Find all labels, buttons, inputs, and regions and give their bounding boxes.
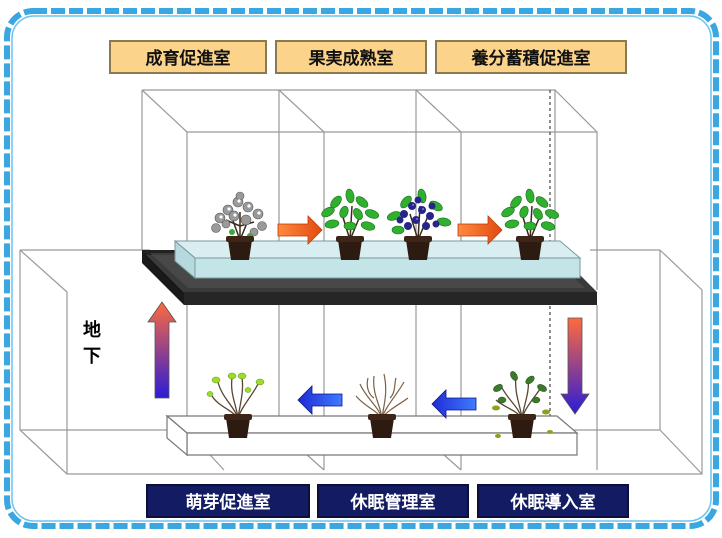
room-label-fruit-ripening: 果実成熟室 xyxy=(275,40,427,74)
arrow-left-icon xyxy=(297,385,343,415)
arrow-right-icon xyxy=(457,215,503,245)
flowering-plant-icon xyxy=(211,191,267,260)
budding-plant-icon xyxy=(206,372,265,438)
room-label-growth-promotion: 成育促進室 xyxy=(109,40,267,74)
leafy-plant-icon xyxy=(321,188,380,260)
berry-plant-icon xyxy=(386,188,452,260)
arrow-down-icon xyxy=(560,317,590,415)
upper-chambers xyxy=(141,89,598,420)
arrow-up-icon xyxy=(147,301,177,399)
room-label-dormancy-management: 休眠管理室 xyxy=(317,484,469,518)
arrow-left-icon xyxy=(431,389,477,419)
room-label-budding-promotion: 萌芽促進室 xyxy=(146,484,310,518)
bare-plant-icon xyxy=(355,373,409,438)
arrow-right-icon xyxy=(277,215,323,245)
room-label-nutrient-accumulation: 養分蓄積促進室 xyxy=(435,40,627,74)
room-label-dormancy-induction: 休眠導入室 xyxy=(477,484,629,518)
wilting-plant-icon xyxy=(492,371,553,438)
leafy-plant-icon xyxy=(501,188,560,260)
underground-label: 地 下 xyxy=(83,320,101,367)
